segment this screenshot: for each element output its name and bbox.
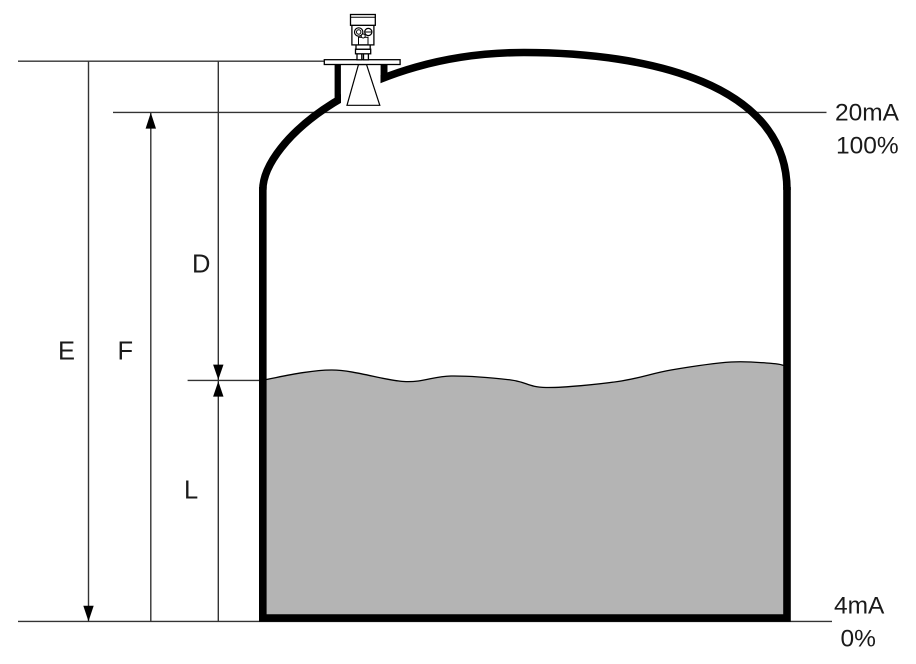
svg-text:4mA: 4mA xyxy=(834,593,885,620)
svg-text:20mA: 20mA xyxy=(835,99,900,126)
svg-text:0%: 0% xyxy=(841,626,876,653)
svg-text:E: E xyxy=(58,338,75,366)
svg-text:F: F xyxy=(118,338,134,366)
svg-text:L: L xyxy=(184,477,198,505)
svg-text:D: D xyxy=(192,251,210,279)
svg-text:100%: 100% xyxy=(836,132,899,159)
